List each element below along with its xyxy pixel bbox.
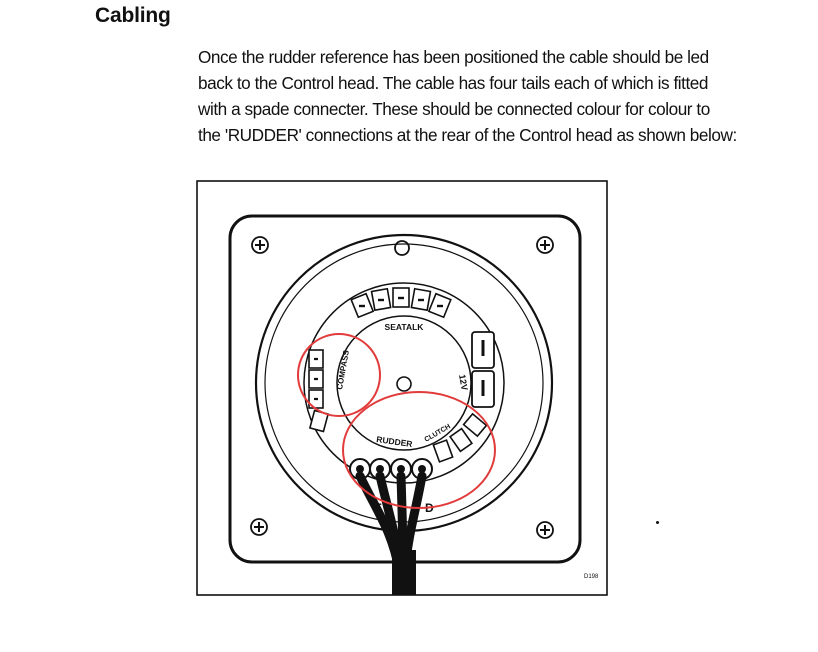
control-head-rear-diagram: SEATALK 12V COMPASS CLUTCH RUDDER bbox=[196, 180, 608, 596]
power-label: 12V bbox=[457, 374, 470, 392]
top-hole bbox=[394, 240, 410, 256]
paragraph-line: with a spade connecter. These should be … bbox=[198, 99, 710, 119]
compass-terminal-marks bbox=[314, 357, 318, 401]
diagram-svg: SEATALK 12V COMPASS CLUTCH RUDDER bbox=[196, 180, 608, 596]
screw-icon bbox=[251, 236, 269, 254]
seatalk-label: SEATALK bbox=[385, 322, 425, 332]
drawing-code: D198 bbox=[584, 574, 599, 580]
section-heading: Cabling bbox=[95, 4, 171, 27]
cable-main bbox=[392, 550, 416, 595]
print-speck bbox=[656, 521, 659, 524]
instruction-paragraph: Once the rudder reference has been posit… bbox=[198, 44, 798, 148]
paragraph-line: the 'RUDDER' connections at the rear of … bbox=[198, 125, 737, 145]
rudder-connector-centres bbox=[356, 465, 426, 473]
screw-icon bbox=[250, 518, 268, 536]
centre-hole bbox=[396, 376, 412, 392]
paragraph-line: Once the rudder reference has been posit… bbox=[198, 47, 709, 67]
paragraph-line: back to the Control head. The cable has … bbox=[198, 73, 709, 93]
screw-icon bbox=[536, 236, 554, 254]
screw-icon bbox=[536, 521, 554, 539]
seatalk-terminal-marks bbox=[359, 296, 443, 308]
inner-ring bbox=[336, 315, 472, 451]
bottom-lettering-left: E bbox=[374, 501, 382, 515]
compass-highlight-circle bbox=[297, 333, 381, 417]
rudder-highlight-circle bbox=[342, 391, 496, 509]
clutch-terminals bbox=[432, 412, 488, 463]
